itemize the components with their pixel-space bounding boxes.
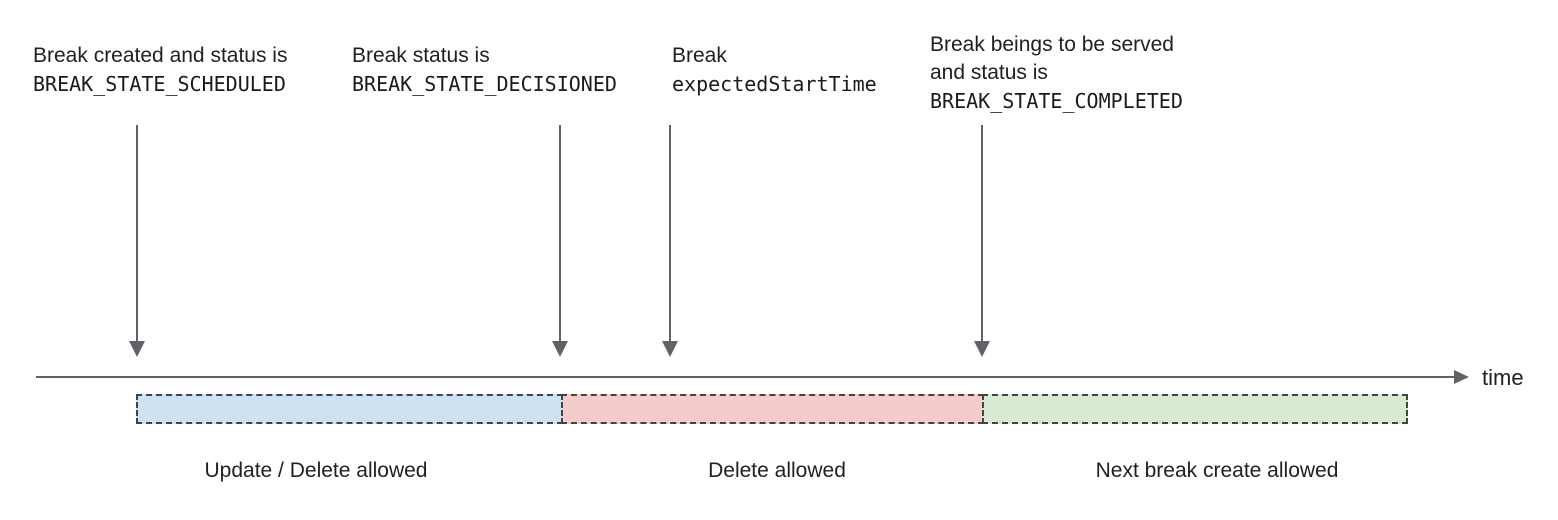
segment-next-break-create-allowed — [982, 394, 1408, 424]
segment-delete-allowed — [561, 394, 984, 424]
segment-label-delete: Delete allowed — [708, 459, 846, 482]
segment-label-update-delete: Update / Delete allowed — [204, 459, 428, 482]
arrow-down-icon — [974, 341, 990, 357]
annotation-text: and status is — [930, 61, 1048, 84]
annotation-code-text: BREAK_STATE_COMPLETED — [930, 89, 1183, 113]
segment-label-next-break-create: Next break create allowed — [1095, 459, 1339, 482]
annotation-text: Break status is — [352, 44, 490, 67]
annotation-break-scheduled: Break created and status is BREAK_STATE_… — [33, 42, 287, 98]
segment-update-delete-allowed — [136, 394, 563, 424]
annotation-code-text: BREAK_STATE_DECISIONED — [352, 72, 617, 96]
arrow-down-icon — [129, 341, 145, 357]
down-arrow-scheduled — [129, 125, 145, 357]
down-arrow-completed — [974, 125, 990, 357]
arrow-right-icon — [1454, 370, 1469, 384]
annotation-break-decisioned: Break status is BREAK_STATE_DECISIONED — [352, 42, 617, 98]
arrow-shaft — [669, 125, 671, 343]
time-axis-label: time — [1482, 365, 1524, 390]
annotation-break-completed: Break beings to be served and status is … — [930, 31, 1183, 115]
annotation-text: Break — [672, 44, 727, 67]
annotation-code-text: BREAK_STATE_SCHEDULED — [33, 72, 286, 96]
annotation-text: Break created and status is — [33, 44, 288, 67]
arrow-shaft — [981, 125, 983, 343]
arrow-shaft — [136, 125, 138, 343]
arrow-shaft — [559, 125, 561, 343]
down-arrow-expected-start — [662, 125, 678, 357]
arrow-down-icon — [552, 341, 568, 357]
annotation-text: Break beings to be served — [930, 33, 1174, 56]
annotation-code-text: expectedStartTime — [672, 72, 877, 96]
annotation-expected-start-time: Break expectedStartTime — [672, 42, 877, 98]
down-arrow-decisioned — [552, 125, 568, 357]
time-axis-line — [36, 376, 1456, 378]
arrow-down-icon — [662, 341, 678, 357]
